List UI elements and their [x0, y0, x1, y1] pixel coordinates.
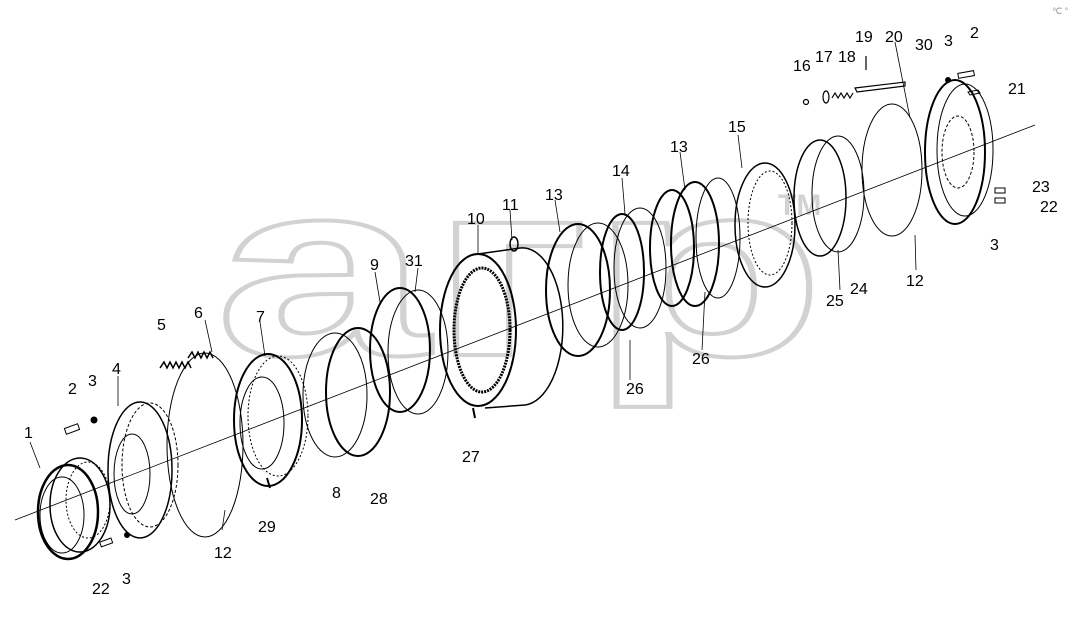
- callout-11: 11: [502, 197, 519, 214]
- callout-20: 20: [885, 29, 903, 46]
- callout-28: 28: [370, 491, 388, 508]
- callout-23: 23: [1032, 179, 1050, 196]
- part-11-oring: [509, 236, 519, 252]
- callout-12: 12: [214, 545, 232, 562]
- callout-13: 13: [670, 139, 688, 156]
- callout-31: 31: [405, 253, 423, 270]
- callout-3: 3: [944, 33, 953, 50]
- part-5-6-springs: [159, 350, 214, 370]
- callouts: 1 2 3 4 5 6 7 8 9 31 10 11 13 14 13 15 1…: [24, 25, 1058, 598]
- callout-7: 7: [256, 309, 265, 326]
- callout-3: 3: [88, 373, 97, 390]
- callout-19: 19: [855, 29, 873, 46]
- callout-5: 5: [157, 317, 166, 334]
- part-12-seal-left: [166, 352, 244, 538]
- callout-30: 30: [915, 37, 933, 54]
- part-4-end-plate: [107, 401, 179, 539]
- corner-mark: ℃ °: [1052, 6, 1069, 16]
- callout-13: 13: [545, 187, 563, 204]
- part-1-gear-ring: [36, 457, 111, 561]
- callout-1: 1: [24, 425, 33, 442]
- part-30-housing: [924, 79, 994, 225]
- callout-10: 10: [467, 211, 485, 228]
- rings-13-14-26: [545, 177, 741, 357]
- callout-27: 27: [462, 449, 480, 466]
- callout-6: 6: [194, 305, 203, 322]
- part-15-pressure-plate: [734, 162, 796, 288]
- callout-3: 3: [122, 571, 131, 588]
- callout-26: 26: [626, 381, 644, 398]
- callout-12: 12: [906, 273, 924, 290]
- assembly-axis: [14, 124, 1036, 521]
- callout-26: 26: [692, 351, 710, 368]
- callout-25: 25: [826, 293, 844, 310]
- part-27-pin: [472, 407, 476, 419]
- part-29-pin: [266, 477, 271, 489]
- callout-16: 16: [793, 58, 811, 75]
- parts-16-20-spring-set: [802, 56, 906, 106]
- part-2-bolt-left: [63, 416, 130, 548]
- watermark-text: агр: [215, 129, 825, 408]
- watermark: агр TM: [213, 127, 827, 410]
- callout-21: 21: [1008, 81, 1026, 98]
- callout-29: 29: [258, 519, 276, 536]
- callout-4: 4: [112, 361, 121, 378]
- callout-22: 22: [1040, 199, 1058, 216]
- callout-2: 2: [970, 25, 979, 42]
- callout-24: 24: [850, 281, 868, 298]
- parts-right-fasteners: [945, 70, 1006, 204]
- callout-2: 2: [68, 381, 77, 398]
- callout-9: 9: [370, 257, 379, 274]
- callout-15: 15: [728, 119, 746, 136]
- callout-18: 18: [838, 49, 856, 66]
- rings-8-28-9-31: [302, 287, 449, 458]
- callout-17: 17: [815, 49, 833, 66]
- watermark-tm: TM: [778, 189, 821, 222]
- part-7-piston: [233, 353, 309, 487]
- leader-lines: [29, 41, 917, 531]
- callout-22: 22: [92, 581, 110, 598]
- callout-8: 8: [332, 485, 341, 502]
- callout-3: 3: [990, 237, 999, 254]
- callout-14: 14: [612, 163, 630, 180]
- part-12-seal-right: [861, 103, 923, 237]
